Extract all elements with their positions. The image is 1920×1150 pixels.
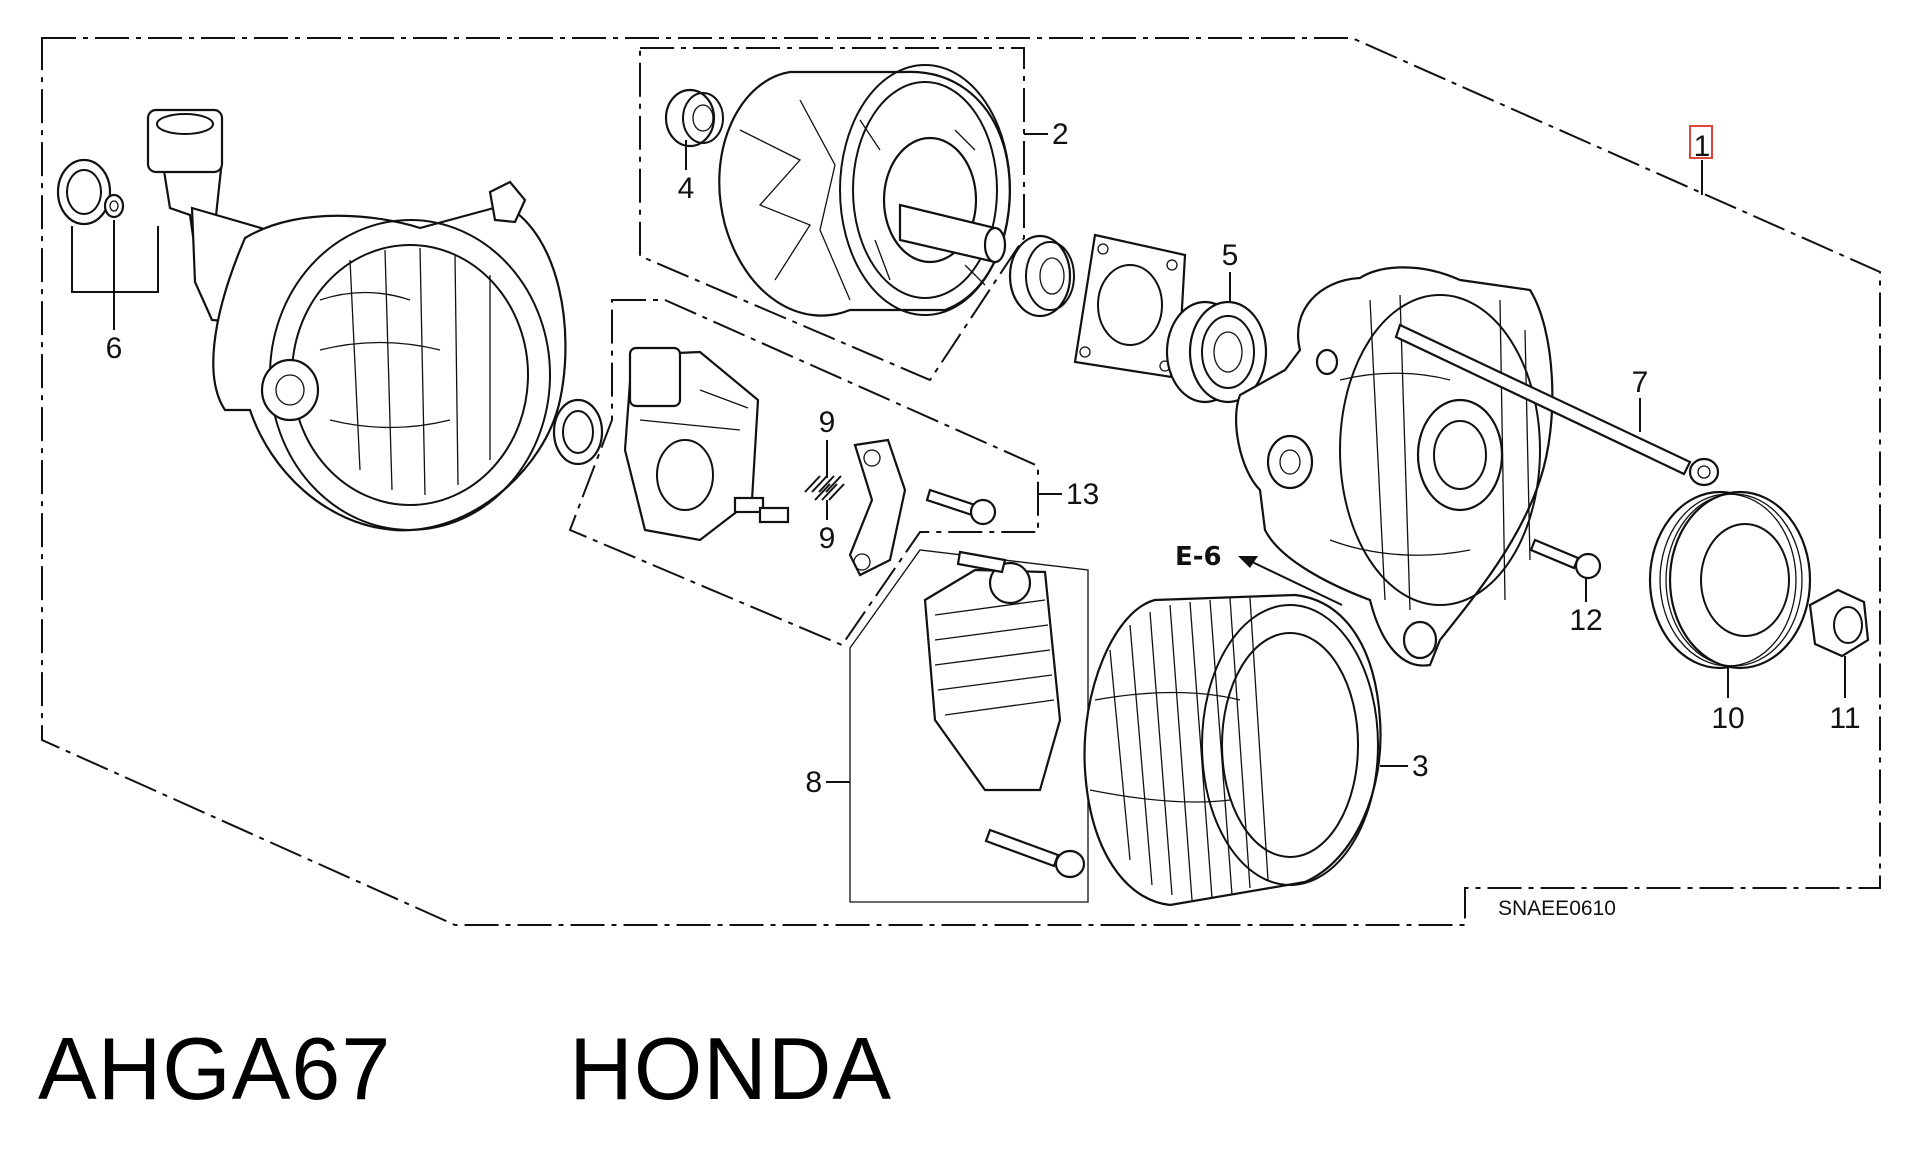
callout-11-label: 11 <box>1829 702 1860 735</box>
small-nut-part <box>103 193 125 219</box>
drawing-code: SNAEE0610 <box>1498 897 1616 920</box>
rectifier-screw-part <box>984 828 1086 879</box>
callout-12-label: 12 <box>1569 604 1602 637</box>
rotor-part <box>718 64 1011 317</box>
brush-spring-part <box>804 475 845 501</box>
pulley-part <box>1648 490 1812 670</box>
rectifier-part <box>923 550 1062 792</box>
spacer-ring-part <box>1008 234 1075 318</box>
callout-6-bracket <box>71 220 159 330</box>
through-bolt-part <box>1394 323 1720 487</box>
terminal-bracket-part <box>848 438 907 577</box>
rotor-group-boundary <box>639 47 1025 382</box>
callout-1-label: 1 <box>1694 130 1711 163</box>
reference-label: E-6 <box>1175 542 1222 572</box>
front-bearing-ring-part <box>552 398 604 466</box>
brush-holder-part <box>623 346 760 542</box>
front-housing-part <box>146 108 567 532</box>
screw-part <box>1529 538 1602 580</box>
stator-part <box>1083 593 1382 907</box>
bearing-part <box>1165 300 1268 404</box>
pulley-nut-part <box>1808 588 1870 658</box>
reference-arrow <box>1238 556 1343 606</box>
callout-9-bottom-label: 9 <box>819 522 836 555</box>
callout-5-label: 5 <box>1222 239 1239 272</box>
collar-part <box>664 88 724 148</box>
part-number-caption: AHGA67 HONDA <box>38 1019 893 1118</box>
callout-3-label: 3 <box>1412 750 1429 783</box>
highlight-box <box>1689 125 1713 159</box>
brush-part <box>733 496 790 524</box>
assembly-boundary <box>41 37 1881 926</box>
callout-8-label: 8 <box>805 766 822 799</box>
callout-10-label: 10 <box>1711 702 1744 735</box>
callout-6-label: 6 <box>106 332 123 365</box>
seal-ring-part <box>56 158 112 226</box>
brush-holder-group-boundary <box>568 299 1039 647</box>
callout-2-label: 2 <box>1052 118 1069 151</box>
brush-holder-screw-part <box>925 488 997 526</box>
callout-13-label: 13 <box>1066 478 1099 511</box>
callout-4-label: 4 <box>678 172 695 205</box>
callout-7-label: 7 <box>1632 366 1649 399</box>
callout-9-top-label: 9 <box>819 406 836 439</box>
